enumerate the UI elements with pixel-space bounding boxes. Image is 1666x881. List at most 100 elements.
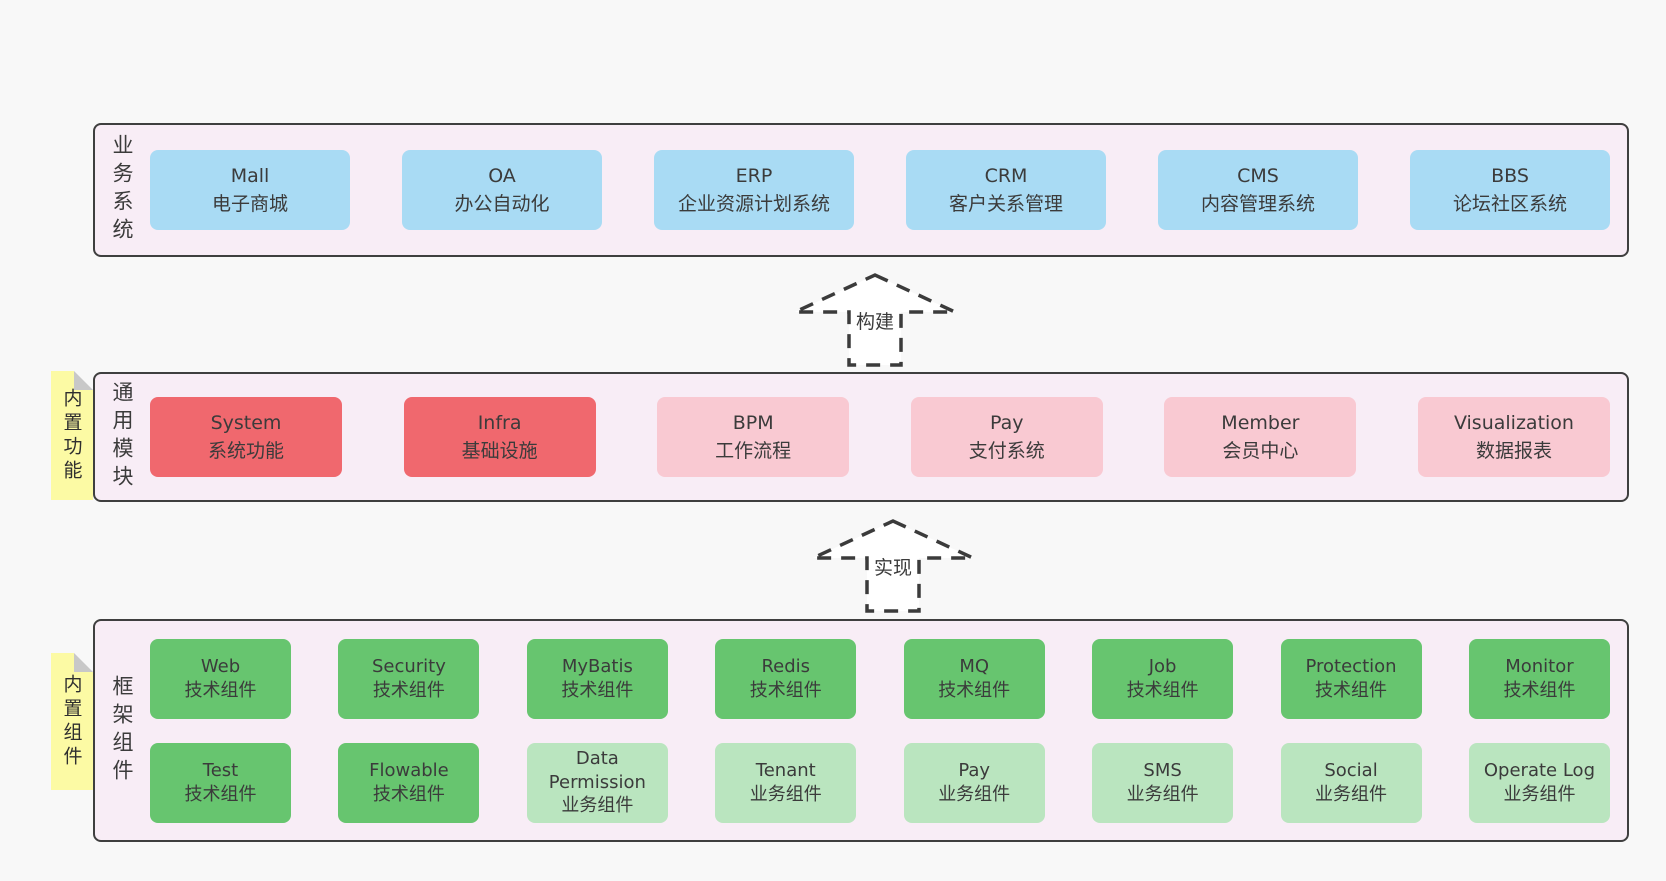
box-desc: 技术组件 — [1315, 679, 1388, 701]
box-desc: 企业资源计划系统 — [677, 193, 830, 215]
component-box-sms: SMS 业务组件 — [1092, 742, 1234, 823]
box-name: Pay — [990, 411, 1024, 434]
box-name: System — [210, 411, 282, 434]
box-name: Tenant — [755, 759, 816, 781]
module-box-pay: Pay 支付系统 — [910, 397, 1103, 477]
framework-components-panel: 框架组件 Web 技术组件 Security 技术组件 MyBatis 技术组件… — [93, 619, 1629, 842]
component-box-web: Web 技术组件 — [150, 638, 291, 719]
framework-row-2: Test 技术组件 Flowable 技术组件 Data Permission … — [150, 742, 1610, 823]
box-desc: 技术组件 — [938, 679, 1011, 701]
box-name: Visualization — [1453, 411, 1574, 434]
component-box-security: Security 技术组件 — [338, 638, 480, 719]
system-box-crm: CRM 客户关系管理 — [906, 150, 1106, 230]
module-box-member: Member 会员中心 — [1164, 397, 1357, 477]
implement-arrow-label: 实现 — [874, 557, 912, 579]
component-box-social: Social 业务组件 — [1280, 742, 1422, 823]
component-box-job: Job 技术组件 — [1092, 638, 1234, 719]
box-name: Operate Log — [1483, 759, 1595, 781]
business-systems-row: Mall 电子商城 OA 办公自动化 ERP 企业资源计划系统 CRM 客户关系… — [150, 125, 1610, 255]
box-desc: 工作流程 — [715, 440, 792, 462]
build-arrow: 构建 — [794, 273, 956, 367]
box-name: Redis — [761, 655, 811, 677]
component-box-mybatis: MyBatis 技术组件 — [526, 638, 668, 719]
component-box-redis: Redis 技术组件 — [715, 638, 857, 719]
component-box-tenant: Tenant 业务组件 — [715, 742, 857, 823]
component-box-data-permission: Data Permission 业务组件 — [526, 742, 668, 823]
component-box-operate-log: Operate Log 业务组件 — [1468, 742, 1610, 823]
module-box-bpm: BPM 工作流程 — [657, 397, 850, 477]
box-desc: 系统功能 — [207, 440, 284, 462]
box-desc: 技术组件 — [749, 679, 822, 701]
box-desc: 会员中心 — [1222, 440, 1299, 462]
module-box-visualization: Visualization 数据报表 — [1417, 397, 1610, 477]
box-name: Security — [371, 655, 446, 677]
box-desc: 客户关系管理 — [948, 193, 1063, 215]
module-box-infra: Infra 基础设施 — [403, 397, 596, 477]
box-desc: 办公自动化 — [454, 193, 550, 215]
framework-row-1: Web 技术组件 Security 技术组件 MyBatis 技术组件 Redi… — [150, 638, 1610, 719]
system-box-erp: ERP 企业资源计划系统 — [654, 150, 854, 230]
box-desc: 技术组件 — [184, 679, 257, 701]
box-desc: 业务组件 — [938, 783, 1011, 805]
box-name: Pay — [958, 759, 991, 781]
box-desc: 数据报表 — [1475, 440, 1552, 462]
box-name: OA — [488, 164, 516, 187]
panel-label-business-systems: 业务系统 — [110, 134, 134, 246]
box-desc: 业务组件 — [1126, 783, 1199, 805]
box-name: Protection — [1305, 655, 1397, 677]
implement-arrow-shape — [812, 519, 974, 613]
box-name: CRM — [984, 164, 1028, 187]
box-name: Job — [1148, 655, 1177, 677]
common-modules-row: System 系统功能 Infra 基础设施 BPM 工作流程 Pay 支付系统… — [150, 374, 1610, 500]
panel-label-framework-components: 框架组件 — [110, 674, 134, 787]
box-desc: 基础设施 — [461, 440, 538, 462]
build-arrow-label: 构建 — [856, 311, 894, 333]
box-name: Mall — [230, 164, 270, 187]
component-box-monitor: Monitor 技术组件 — [1468, 638, 1610, 719]
box-name: Test — [202, 759, 239, 781]
system-box-oa: OA 办公自动化 — [402, 150, 602, 230]
sticky-note-built-in-components: 内置组件 — [51, 653, 93, 790]
box-desc: 论坛社区系统 — [1452, 193, 1567, 215]
sticky-label: 内置功能 — [60, 387, 83, 484]
component-box-pay: Pay 业务组件 — [903, 742, 1045, 823]
common-modules-panel: 通用模块 System 系统功能 Infra 基础设施 BPM 工作流程 Pay… — [93, 372, 1629, 502]
box-desc: 支付系统 — [968, 440, 1045, 462]
box-desc: 电子商城 — [211, 193, 288, 215]
box-desc: 技术组件 — [1126, 679, 1199, 701]
box-desc: 技术组件 — [561, 679, 634, 701]
box-desc: 技术组件 — [372, 783, 445, 805]
box-desc: 业务组件 — [1503, 783, 1576, 805]
box-desc: 业务组件 — [561, 795, 634, 817]
box-name: Data Permission — [548, 747, 646, 793]
framework-components-grid: Web 技术组件 Security 技术组件 MyBatis 技术组件 Redi… — [150, 621, 1610, 840]
build-arrow-shape — [794, 273, 956, 367]
box-name: Web — [200, 655, 241, 677]
box-desc: 技术组件 — [372, 679, 445, 701]
box-desc: 业务组件 — [749, 783, 822, 805]
system-box-cms: CMS 内容管理系统 — [1158, 150, 1358, 230]
module-box-system: System 系统功能 — [150, 397, 342, 477]
box-name: Flowable — [369, 759, 449, 781]
box-name: Member — [1221, 411, 1300, 434]
box-name: MQ — [959, 655, 990, 677]
component-box-test: Test 技术组件 — [150, 742, 291, 823]
box-name: Monitor — [1505, 655, 1574, 677]
box-name: MyBatis — [561, 655, 633, 677]
component-box-mq: MQ 技术组件 — [903, 638, 1045, 719]
box-name: BPM — [732, 411, 774, 434]
business-systems-panel: 业务系统 Mall 电子商城 OA 办公自动化 ERP 企业资源计划系统 CRM… — [93, 123, 1629, 257]
box-name: Social — [1324, 759, 1378, 781]
box-desc: 技术组件 — [1503, 679, 1576, 701]
component-box-protection: Protection 技术组件 — [1280, 638, 1422, 719]
panel-label-common-modules: 通用模块 — [110, 381, 134, 493]
implement-arrow: 实现 — [812, 519, 974, 613]
box-name: CMS — [1237, 164, 1279, 187]
component-box-flowable: Flowable 技术组件 — [338, 742, 480, 823]
box-name: ERP — [735, 164, 773, 187]
box-name: SMS — [1143, 759, 1182, 781]
box-desc: 技术组件 — [184, 783, 257, 805]
box-desc: 内容管理系统 — [1200, 193, 1315, 215]
box-name: BBS — [1491, 164, 1529, 187]
system-box-bbs: BBS 论坛社区系统 — [1410, 150, 1610, 230]
